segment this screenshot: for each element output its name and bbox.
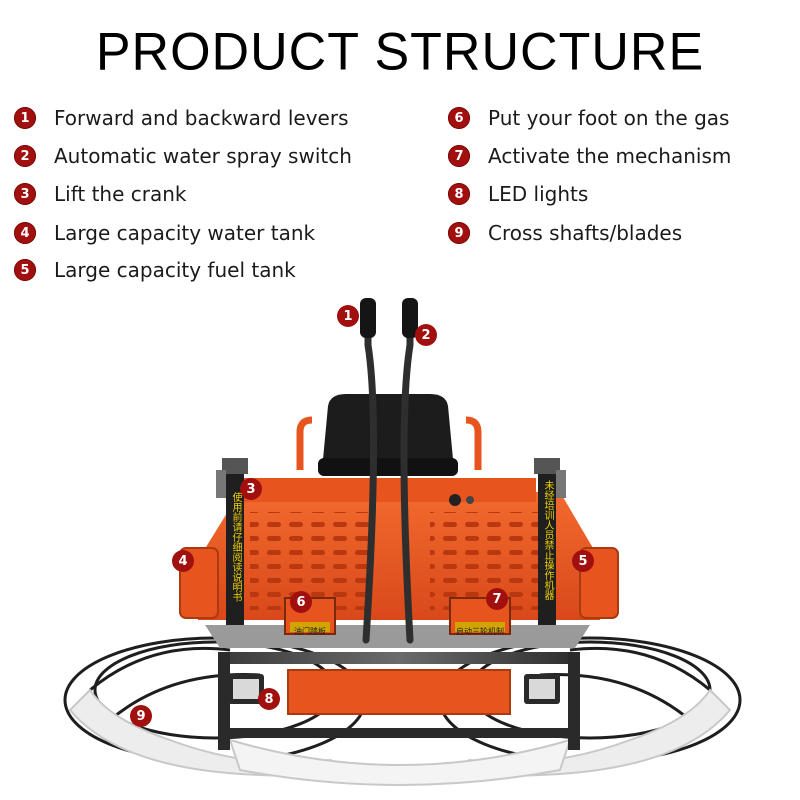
callout-8: 8 [258,688,280,710]
led-lights [228,674,560,704]
legend-label: Lift the crank [54,182,187,206]
legend-number-badge: 9 [448,222,470,244]
legend-item-7: 7 Activate the mechanism [448,141,731,171]
right-post-warning: 未经培训人员禁止操作机器 [542,480,553,600]
legend-label: Put your foot on the gas [488,106,730,130]
right-post [534,458,566,640]
legend-label: Automatic water spray switch [54,144,352,168]
callout-3: 3 [240,478,262,500]
legend-item-1: 1 Forward and backward levers [14,103,348,133]
front-frame [218,652,580,750]
legend-number-badge: 2 [14,145,36,167]
blade-covers [68,688,732,786]
legend-number-badge: 5 [14,259,36,281]
legend-item-5: 5 Large capacity fuel tank [14,255,296,285]
operator-seat [318,394,458,476]
power-trowel-illustration [63,298,742,786]
legend-item-3: 3 Lift the crank [14,179,187,209]
legend-item-9: 9 Cross shafts/blades [448,218,682,248]
legend-item-8: 8 LED lights [448,179,588,209]
callout-6: 6 [290,591,312,613]
callout-2: 2 [415,324,437,346]
legend-number-badge: 7 [448,145,470,167]
legend-label: Large capacity water tank [54,221,316,245]
callout-9: 9 [130,705,152,727]
right-pedal-label: 启动三轮机制 [456,627,504,636]
legend-label: Activate the mechanism [488,144,732,168]
legend-number-badge: 3 [14,183,36,205]
left-post-warning: 使用前请仔细阅读说明书 [230,492,241,602]
legend-number-badge: 6 [448,107,470,129]
callout-1: 1 [337,305,359,327]
legend-item-6: 6 Put your foot on the gas [448,103,729,133]
left-post [216,458,248,640]
legend-label: Large capacity fuel tank [54,258,296,282]
legend-item-2: 2 Automatic water spray switch [14,141,352,171]
left-pedal-label: 油门踏板 [294,627,326,636]
legend-label: Cross shafts/blades [488,221,683,245]
lever-grips [360,298,418,338]
legend-number-badge: 4 [14,222,36,244]
legend-item-4: 4 Large capacity water tank [14,218,315,248]
legend-label: Forward and backward levers [54,106,349,130]
callout-5: 5 [572,550,594,572]
page-title: PRODUCT STRUCTURE [95,22,705,82]
legend-number-badge: 8 [448,183,470,205]
guard-rails [296,416,482,470]
callout-4: 4 [172,550,194,572]
control-levers [362,302,414,644]
legend-number-badge: 1 [14,107,36,129]
callout-7: 7 [486,588,508,610]
legend-label: LED lights [488,182,589,206]
